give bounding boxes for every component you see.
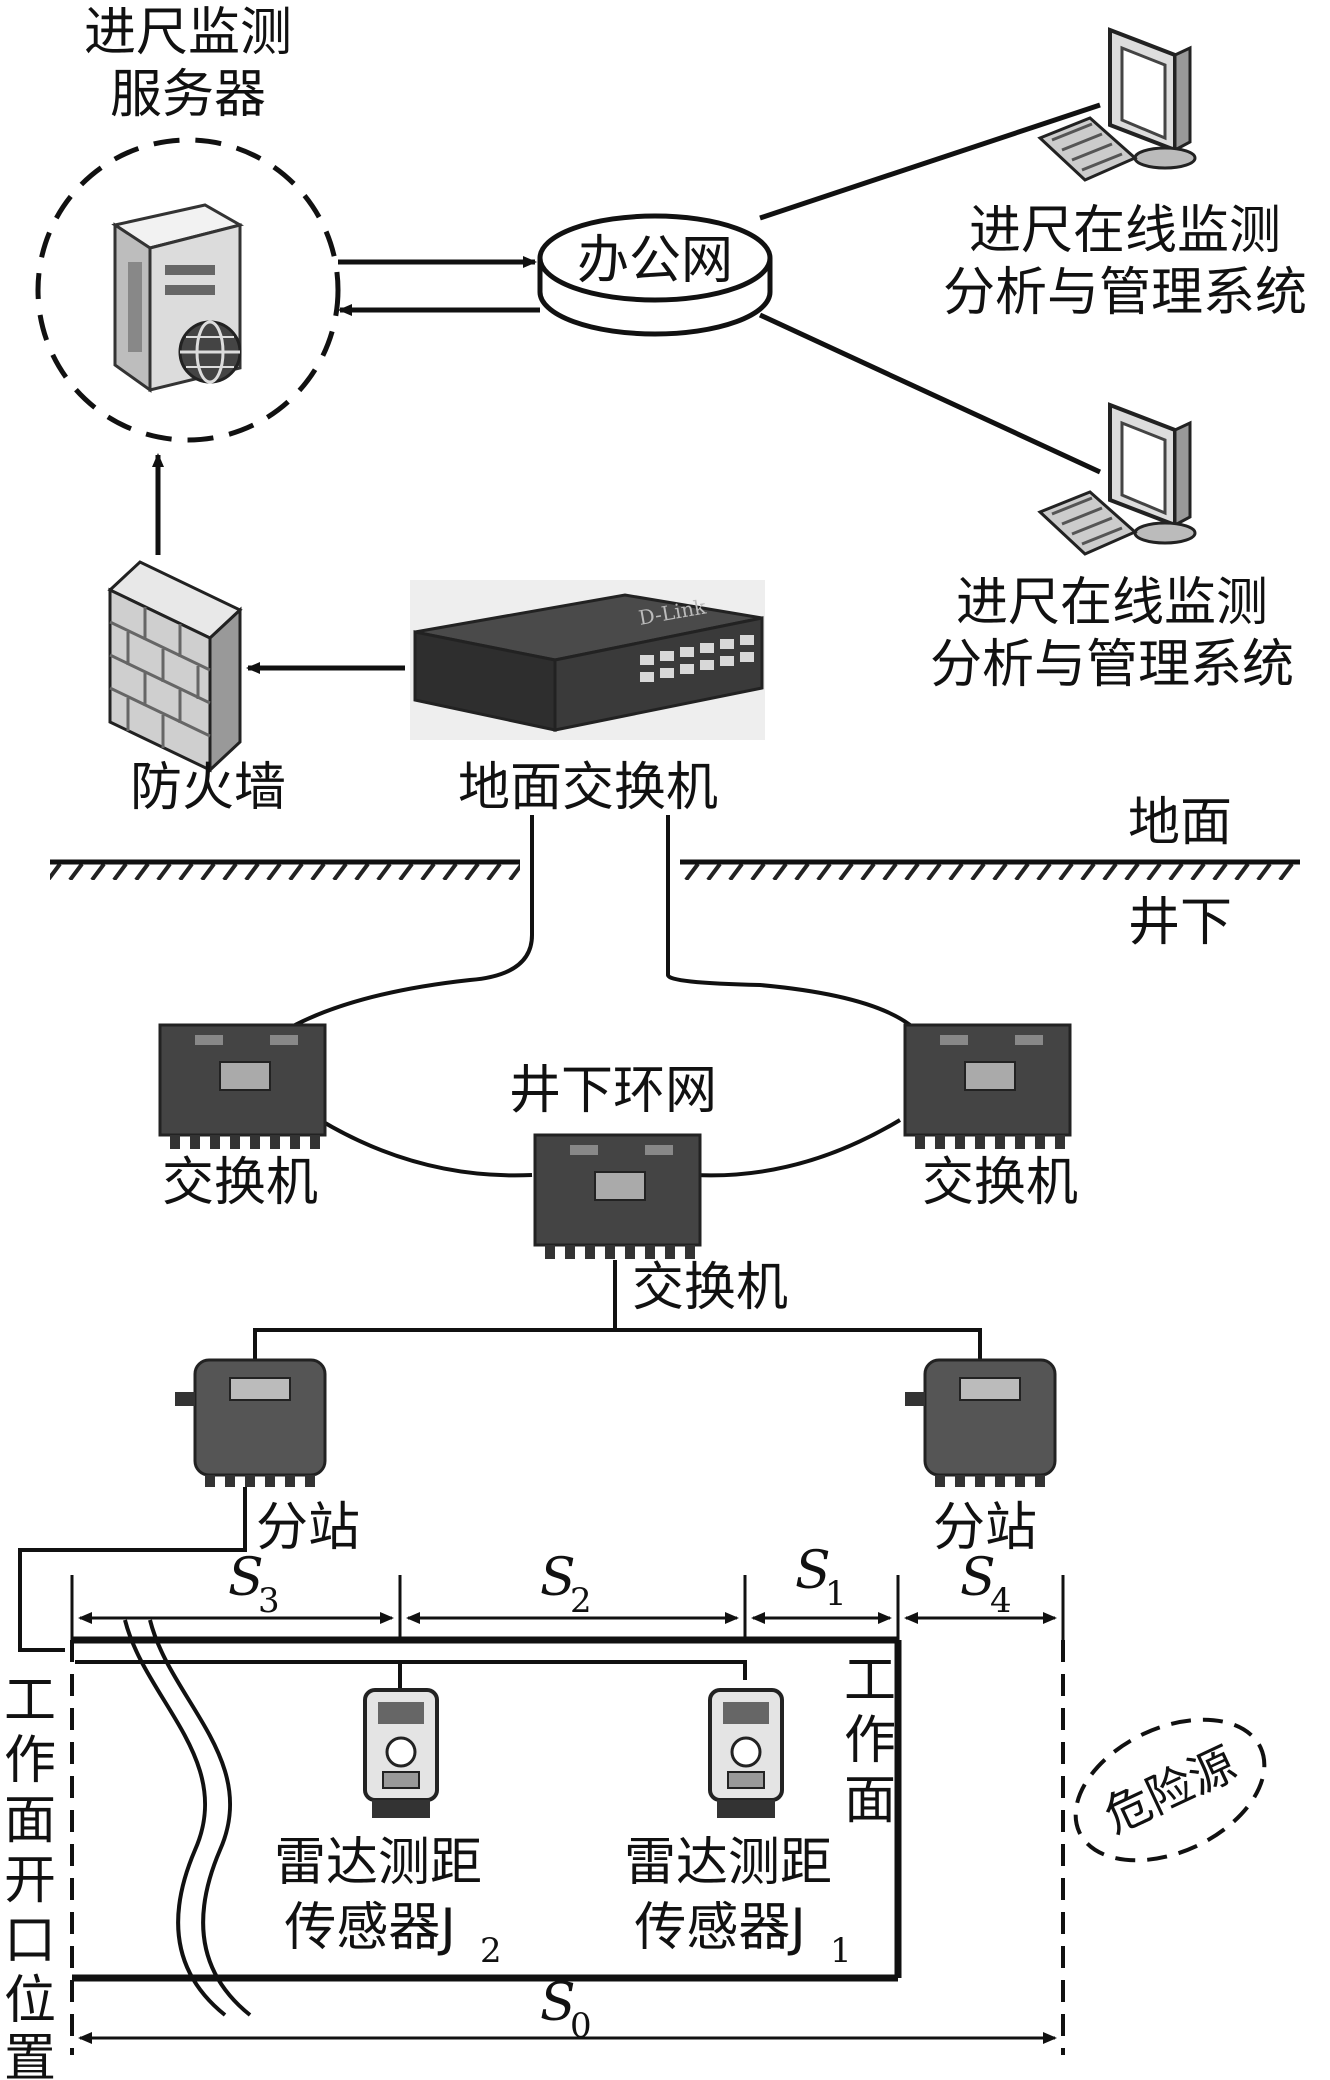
dimension-ticks: [70, 1575, 1065, 1640]
roadway: [70, 1636, 1065, 2055]
substation-icon-right: [905, 1358, 1057, 1487]
server-label-line2: 服务器: [110, 65, 266, 125]
work-face-char3: 面: [844, 1771, 896, 1831]
label-s0-symbol: S: [540, 1973, 576, 2033]
computer-icon-bottom: [1037, 402, 1197, 556]
label-s3: S 3: [228, 1548, 280, 1621]
opening-char2: 作: [4, 1731, 56, 1791]
firewall-icon: [107, 560, 243, 774]
sensor-j2-line1: 雷达测距: [274, 1833, 482, 1893]
opening-char6: 位: [4, 1971, 56, 2031]
opening-char4: 开: [4, 1851, 56, 1911]
underground-label: 井下: [1128, 893, 1232, 953]
label-s1-symbol: S: [795, 1541, 831, 1601]
work-face-char2: 作: [844, 1711, 896, 1771]
computer-icon-top: [1037, 27, 1197, 182]
ground-switch-label: 地面交换机: [458, 758, 718, 818]
firewall-label: 防火墙: [130, 758, 286, 818]
label-s4: S 4: [960, 1548, 1012, 1621]
substation-icon-left: [175, 1358, 327, 1487]
system-top-line2: 分析与管理系统: [943, 263, 1307, 323]
underground-switch-icon-center: [533, 1133, 702, 1259]
opening-char7: 置: [4, 2029, 56, 2080]
opening-char1: 工: [4, 1671, 56, 1731]
system-bottom-line1: 进尺在线监测: [956, 573, 1268, 633]
server-icon: [111, 203, 244, 393]
substation-links: [253, 1260, 982, 1360]
ground-surface: [50, 859, 1300, 882]
office-net-label: 办公网: [577, 231, 733, 291]
radar-sensor-icon-j2: [363, 1688, 439, 1818]
sensor-j2-sub: 2: [480, 1931, 502, 1971]
sensor-j1-line1: 雷达测距: [624, 1833, 832, 1893]
underground-switch-icon-left: [158, 1023, 327, 1149]
sensor-cable: [18, 1487, 747, 1690]
ground-switch-icon: D-Link: [410, 580, 765, 740]
substation-right-label: 分站: [933, 1498, 1037, 1558]
label-s3-sub: 3: [258, 1581, 280, 1621]
ground-label: 地面: [1128, 793, 1232, 853]
label-s4-symbol: S: [960, 1548, 996, 1608]
hazard-zone: [1073, 1717, 1267, 1863]
ring-network-lines: [294, 815, 912, 1178]
label-s2-symbol: S: [540, 1548, 576, 1608]
sensor-j1-line2: 传感器J: [634, 1898, 805, 1958]
server-boundary: [35, 137, 341, 443]
underground-switch-icon-right: [903, 1023, 1072, 1149]
label-s3-symbol: S: [228, 1548, 264, 1608]
substation-left-label: 分站: [256, 1498, 360, 1558]
label-s0: S 0: [540, 1973, 592, 2046]
server-label-line1: 进尺监测: [84, 3, 292, 63]
switch-right-label: 交换机: [922, 1153, 1078, 1213]
work-face-char1: 工: [844, 1651, 896, 1711]
opening-char5: 口: [4, 1911, 56, 1971]
label-s1: S 1: [795, 1541, 847, 1614]
opening-char3: 面: [4, 1791, 56, 1851]
ring-network-label: 井下环网: [509, 1061, 717, 1121]
switch-left-label: 交换机: [162, 1153, 318, 1213]
label-s1-sub: 1: [825, 1574, 847, 1614]
link-office-to-system-top: [759, 102, 1101, 221]
sensor-j1-sub: 1: [830, 1931, 852, 1971]
sensor-j2-line2: 传感器J: [284, 1898, 455, 1958]
label-s0-sub: 0: [570, 2006, 592, 2046]
system-bottom-line2: 分析与管理系统: [930, 635, 1294, 695]
label-s2-sub: 2: [570, 1581, 592, 1621]
label-s4-sub: 4: [990, 1581, 1012, 1621]
office-network-node: [537, 213, 773, 337]
roadway-break-mark: [123, 1619, 252, 2017]
label-s2: S 2: [540, 1548, 592, 1621]
system-top-line1: 进尺在线监测: [969, 201, 1281, 261]
switch-center-label: 交换机: [632, 1258, 788, 1318]
link-office-to-system-bottom: [758, 312, 1102, 475]
radar-sensor-icon-j1: [708, 1688, 784, 1818]
